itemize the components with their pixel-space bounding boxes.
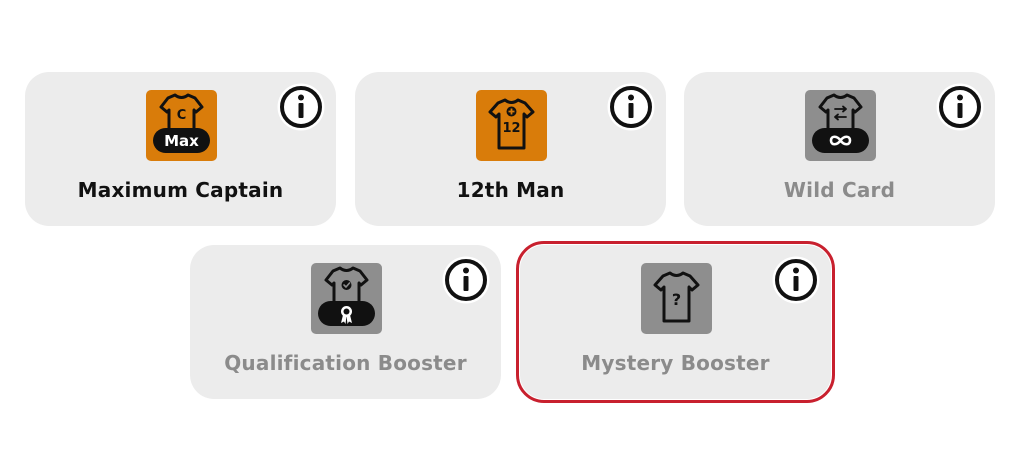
twelfth-man-shirt-icon: 12 [475,90,547,161]
info-icon[interactable] [276,82,326,132]
booster-card-maximum-captain[interactable]: C Max Maximum Captain [25,72,336,226]
shirt-number: 12 [502,121,520,136]
wild-card-infinity-icon [804,90,876,161]
booster-card-wild-card[interactable]: Wild Card [684,72,995,226]
badge-text: Max [164,132,199,150]
booster-label: Wild Card [783,178,896,202]
booster-card-mystery-booster[interactable]: ? Mystery Booster [516,241,835,403]
booster-label: Mystery Booster [581,351,770,375]
booster-card-12th-man[interactable]: 12 12th Man [355,72,666,226]
booster-label: Qualification Booster [224,351,467,375]
shirt-letter: C [176,108,186,123]
info-icon[interactable] [935,82,985,132]
booster-card-qualification-booster[interactable]: Qualification Booster [190,245,501,399]
booster-label: Maximum Captain [77,178,284,202]
qualification-ribbon-icon [310,263,382,334]
max-captain-shirt-icon: C Max [145,90,217,161]
mystery-question-shirt-icon: ? [640,263,712,334]
shirt-question-mark: ? [671,290,680,309]
info-icon[interactable] [606,82,656,132]
info-icon[interactable] [441,255,491,305]
info-icon[interactable] [771,255,821,305]
booster-label: 12th Man [456,178,565,202]
